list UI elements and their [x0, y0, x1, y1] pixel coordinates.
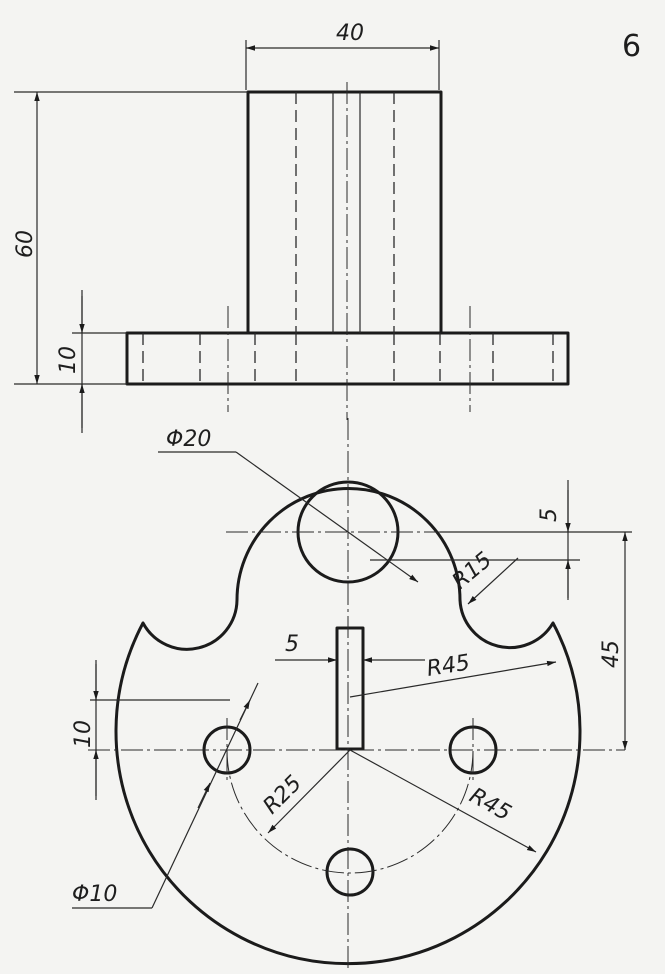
dim-60-label: 60 — [13, 230, 38, 258]
front-view: 40 60 10 — [13, 21, 570, 433]
phi20-label: Φ20 — [166, 427, 211, 452]
dim-10-base-label: 10 — [56, 346, 81, 374]
r15-leader-line — [467, 557, 519, 605]
top-view-outer-contour — [114, 487, 582, 966]
dim-40-label: 40 — [336, 21, 364, 46]
r45-lower-leader — [349, 749, 537, 853]
dim-10-left-label: 10 — [71, 720, 96, 748]
r25-leader — [267, 749, 351, 834]
phi10-leader-line — [151, 682, 259, 909]
bolt-circle-centerline — [226, 749, 474, 874]
dim-45-label: 45 — [599, 640, 624, 668]
phi10-label: Φ10 — [72, 882, 117, 907]
phi10-arrow-top — [239, 699, 251, 721]
small-hole-bottom — [325, 847, 375, 897]
dim-5-offset-label: 5 — [537, 508, 562, 522]
slot-outline — [335, 626, 365, 751]
r45-upper-leader — [349, 660, 557, 698]
sheet-number: 6 — [622, 29, 641, 64]
dim-slot-label: 5 — [285, 632, 299, 657]
phi10-arrow-bottom — [197, 782, 211, 809]
post-outline — [246, 90, 443, 335]
